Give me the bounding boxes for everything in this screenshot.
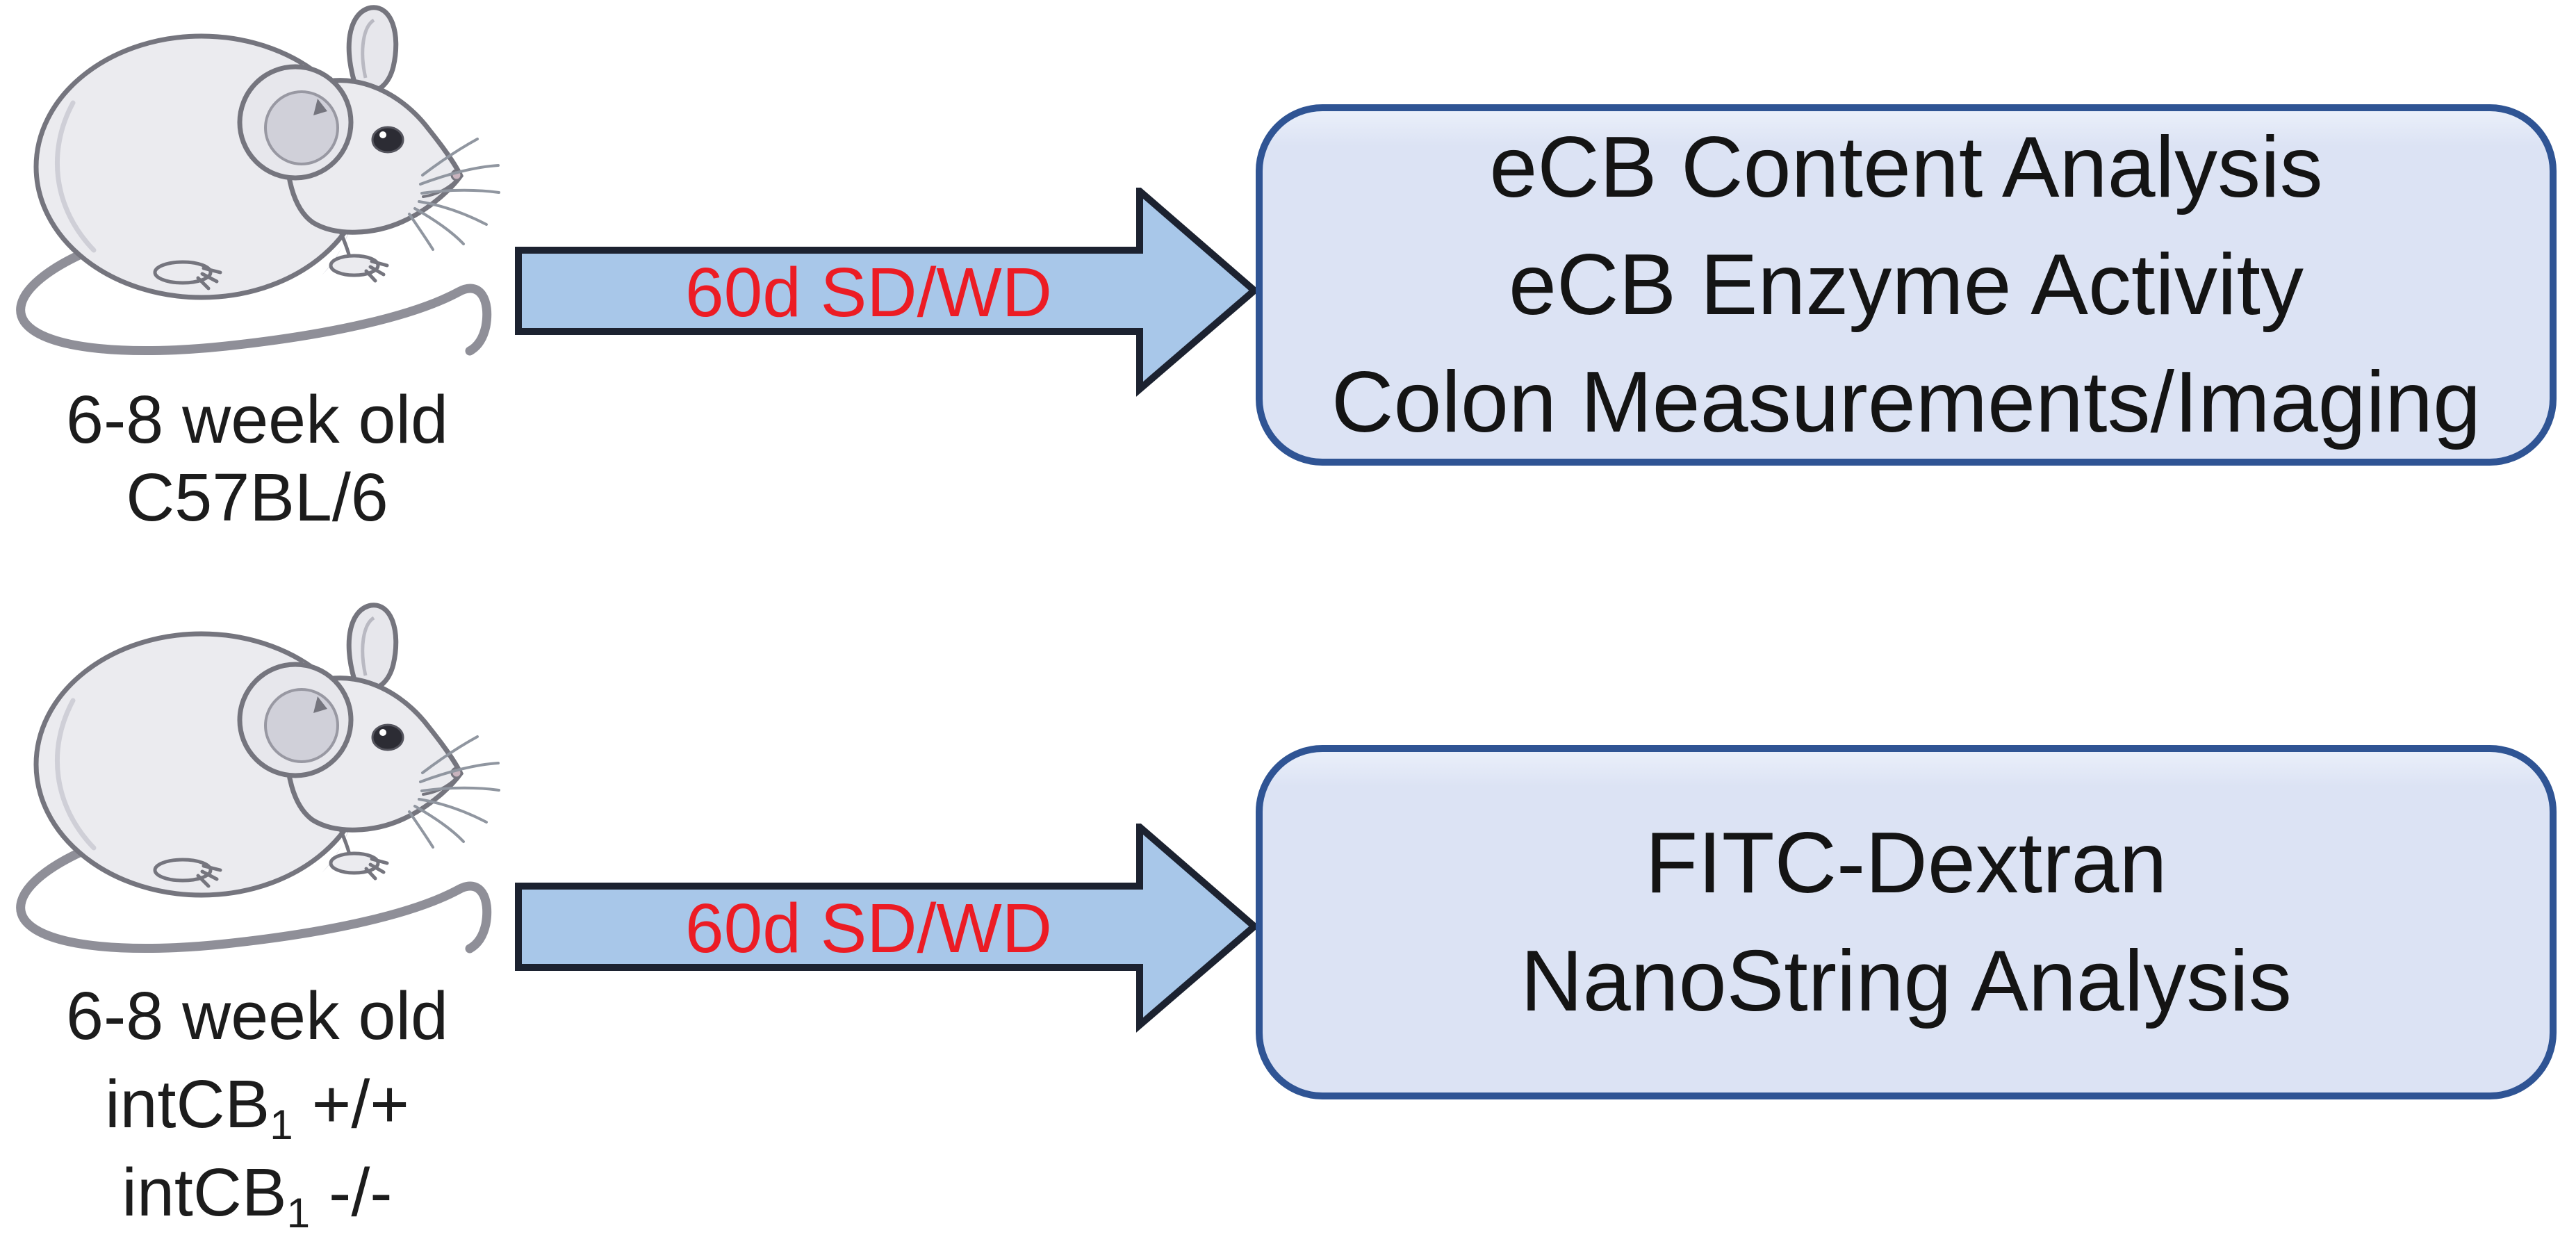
- genotype-base: intCB: [122, 1154, 287, 1230]
- subject-label-intcb1: 6-8 week old intCB1 +/+ intCB1 -/-: [0, 972, 521, 1236]
- outcome-fitc-dextran: FITC-Dextran: [1645, 815, 2167, 911]
- outcome-colon-measurements: Colon Measurements/Imaging: [1331, 354, 2481, 450]
- genotype-alleles: +/+: [293, 1066, 409, 1142]
- subject-genotype-wt: intCB1 +/+: [0, 1060, 521, 1148]
- diet-arrow-top: 60d SD/WD: [514, 188, 1265, 403]
- genotype-alleles: -/-: [310, 1154, 393, 1230]
- mouse-icon: [3, 0, 500, 375]
- outcome-box-bottom: FITC-Dextran NanoString Analysis: [1256, 745, 2557, 1099]
- genotype-base: intCB: [105, 1066, 270, 1142]
- diet-arrow-label: 60d SD/WD: [685, 254, 1052, 332]
- subject-label-c57bl6: 6-8 week old C57BL/6: [0, 381, 521, 537]
- outcome-ecb-content: eCB Content Analysis: [1489, 119, 2323, 215]
- diet-arrow-label: 60d SD/WD: [685, 890, 1052, 967]
- subject-genotype-ko: intCB1 -/-: [0, 1148, 521, 1236]
- diet-arrow-bottom: 60d SD/WD: [514, 824, 1265, 1039]
- subject-strain-line: C57BL/6: [126, 459, 388, 535]
- outcome-box-top: eCB Content Analysis eCB Enzyme Activity…: [1256, 104, 2557, 466]
- genotype-subscript: 1: [286, 1189, 311, 1236]
- subject-age-line: 6-8 week old: [66, 382, 448, 457]
- outcome-ecb-enzyme: eCB Enzyme Activity: [1509, 236, 2304, 333]
- outcome-nanostring: NanoString Analysis: [1520, 933, 2292, 1029]
- genotype-subscript: 1: [270, 1101, 293, 1148]
- mouse-icon: [3, 598, 500, 973]
- subject-age-line: 6-8 week old: [66, 978, 448, 1054]
